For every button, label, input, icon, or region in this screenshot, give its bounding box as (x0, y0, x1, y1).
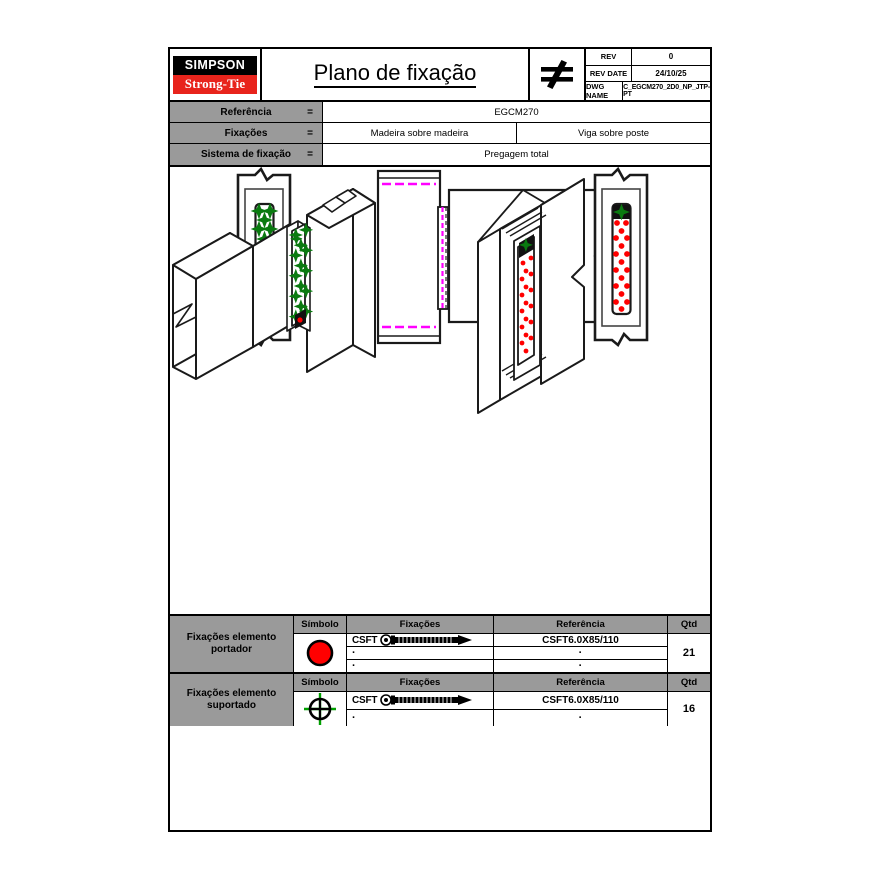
legend-supported-header: Símbolo Fixações Referência Qtd (294, 674, 710, 692)
spec-value-referencia: EGCM270 (494, 106, 539, 118)
projection-symbol (530, 49, 586, 100)
revision-block: REV 0 REV DATE 24/10/25 DWG NAME C_EGCM2… (586, 49, 710, 100)
filled-red-circle-icon (306, 639, 334, 667)
spec-label-referencia-text: Referência (220, 106, 272, 118)
title-block: SIMPSON Strong-Tie Plano de fixação REV … (170, 49, 710, 102)
fixacao-row-3: · (352, 660, 356, 672)
green-crosshair-circle-icon (304, 693, 336, 725)
spec-label-sistema: Sistema de fixação = (170, 144, 323, 165)
rev-date-label: REV DATE (586, 65, 632, 81)
header-referencia: Referência (494, 616, 668, 633)
referencia-row-1: CSFT6.0X85/110 (494, 692, 667, 710)
referencia-row-2: · (494, 647, 667, 660)
logo-simpson-text: SIMPSON (173, 55, 257, 75)
spec-label-referencia: Referência = (170, 102, 323, 122)
spec-eq-referencia: = (307, 106, 313, 118)
rev-date-value: 24/10/25 (655, 68, 687, 78)
legend-supported-qtd: 16 (682, 703, 696, 715)
legend-carrier-qtd: 21 (682, 647, 696, 659)
legend-supported-fixacoes: CSFT (347, 692, 494, 726)
dwg-name-value: C_EGCM270_2D0_NP_JTP-PT (623, 84, 710, 98)
header-fixacoes: Fixações (347, 674, 494, 691)
sheet-title: Plano de fixação (262, 49, 530, 100)
referencia-row-2: · (578, 711, 583, 724)
legend-supported-label: Fixações elemento suportado (170, 674, 294, 726)
legend-supported: Fixações elemento suportado Símbolo Fixa… (170, 674, 710, 726)
fixacao-row-1: CSFT (347, 692, 493, 710)
drawing-sheet: SIMPSON Strong-Tie Plano de fixação REV … (168, 47, 712, 832)
dwg-name-row: DWG NAME C_EGCM270_2D0_NP_JTP-PT (586, 82, 710, 100)
rev-label: REV (586, 49, 632, 65)
legend-supported-symbol (294, 692, 347, 726)
rev-date-row: REV DATE 24/10/25 (586, 65, 710, 82)
legend-carrier-header: Símbolo Fixações Referência Qtd (294, 616, 710, 634)
legend-carrier-fixacoes: CSFT (347, 634, 494, 672)
spec-label-fixacoes-text: Fixações (224, 127, 268, 139)
fixacao-label-1: CSFT (352, 694, 378, 706)
screw-icon (380, 694, 473, 707)
iso-right-carrier-fasteners (519, 234, 534, 354)
spec-value-sistema: Pregagem total (484, 149, 549, 160)
legend-carrier: Fixações elemento portador Símbolo Fixaç… (170, 616, 710, 674)
drawing-area (170, 167, 710, 616)
specification-table: Referência = EGCM270 Fixações = Madeira … (170, 102, 710, 167)
iso-left-seat-block (295, 309, 306, 329)
rev-value: 0 (668, 52, 674, 62)
spec-eq-sistema: = (307, 149, 313, 160)
spec-row-sistema: Sistema de fixação = Pregagem total (170, 144, 710, 165)
legend-carrier-symbol (294, 634, 347, 672)
fixacao-row-1: CSFT (347, 634, 493, 647)
referencia-row-3: · (578, 660, 583, 672)
rev-row: REV 0 (586, 49, 710, 66)
fixacao-row-2: · (347, 647, 493, 660)
view-right-elevation (593, 167, 649, 348)
logo-strongtie-text: Strong-Tie (173, 74, 257, 94)
header-referencia: Referência (494, 674, 668, 691)
fixacao-label-1: CSFT (352, 634, 378, 646)
legend-carrier-label: Fixações elemento portador (170, 616, 294, 672)
not-equal-icon (541, 59, 573, 89)
spec-value-fixacoes-2: Viga sobre poste (577, 127, 650, 139)
spec-row-referencia: Referência = EGCM270 (170, 102, 710, 123)
dwg-name-label: DWG NAME (586, 82, 624, 100)
header-qtd: Qtd (680, 619, 698, 630)
simpson-strong-tie-logo: SIMPSON Strong-Tie (170, 49, 262, 100)
referencia-row-1: CSFT6.0X85/110 (494, 634, 667, 647)
spec-value-fixacoes-1: Madeira sobre madeira (323, 123, 517, 143)
legend-supported-referencia: CSFT6.0X85/110 · (494, 692, 668, 726)
header-simbolo: Símbolo (294, 674, 347, 691)
header-qtd: Qtd (680, 677, 698, 688)
technical-drawing (172, 167, 649, 414)
spec-row-fixacoes: Fixações = Madeira sobre madeira Viga so… (170, 123, 710, 144)
spec-label-sistema-text: Sistema de fixação (200, 149, 292, 160)
legend-carrier-referencia: CSFT6.0X85/110 · · (494, 634, 668, 672)
carrier-fasteners-right (613, 220, 630, 312)
spec-eq-fixacoes: = (307, 127, 313, 139)
sheet-title-text: Plano de fixação (313, 60, 477, 89)
screw-icon (380, 634, 473, 646)
spec-label-fixacoes: Fixações = (170, 123, 323, 143)
header-simbolo: Símbolo (294, 616, 347, 633)
header-fixacoes: Fixações (347, 616, 494, 633)
fixacao-row-2: · (352, 711, 356, 724)
